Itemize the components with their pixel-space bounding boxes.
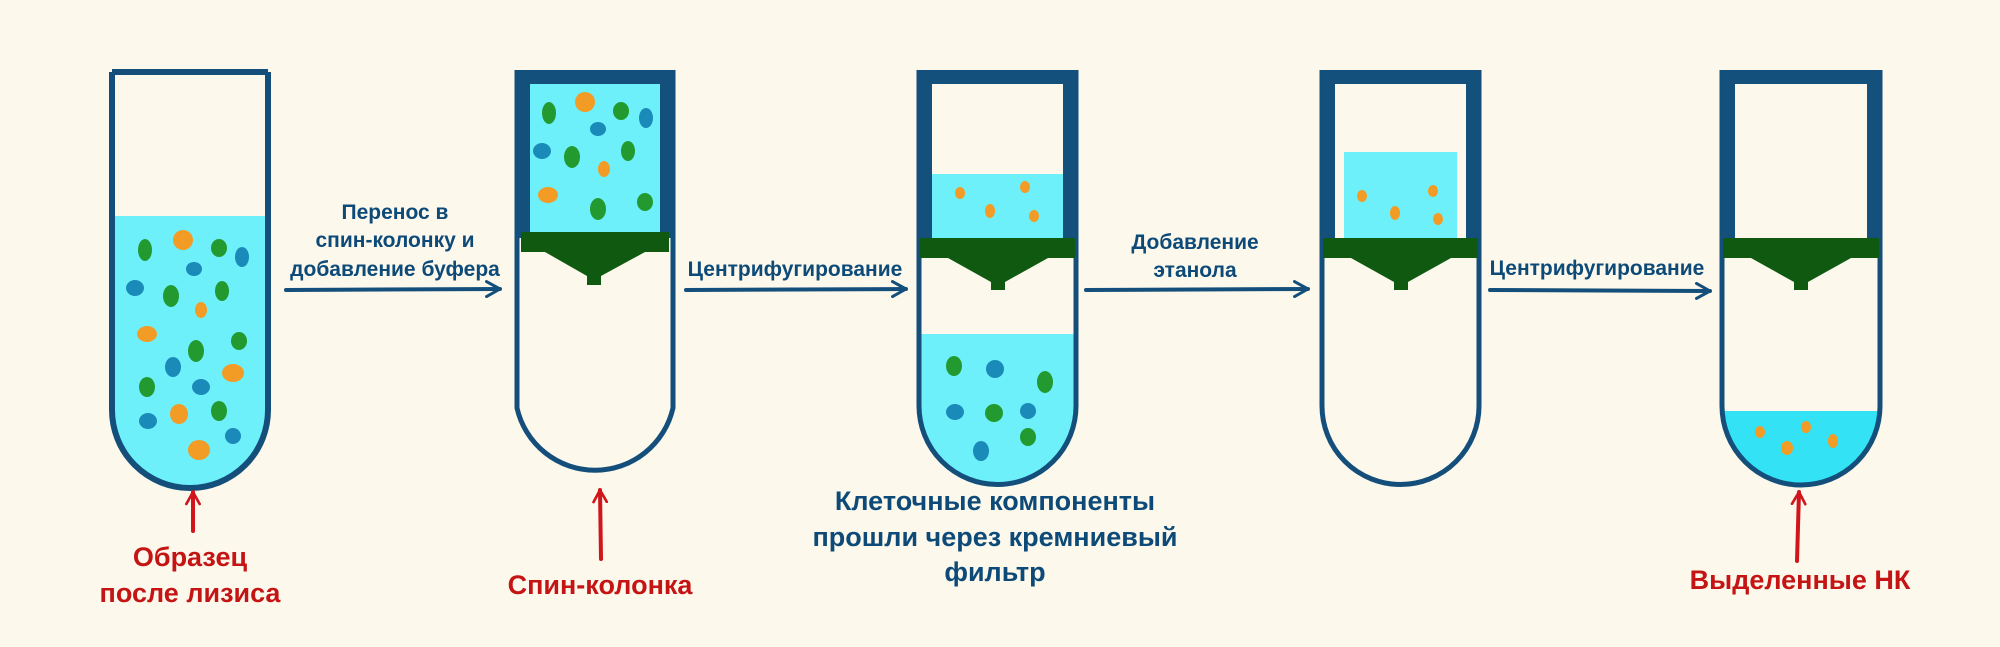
process-arrows — [284, 280, 1712, 300]
tube-5-column-inner — [1735, 84, 1867, 238]
tube-3-column-particles — [955, 181, 1039, 222]
pointer-isolated-na — [1790, 490, 1807, 563]
tube-1-outline — [109, 69, 271, 491]
tube-5-silica-filter — [1723, 238, 1879, 258]
tube-3-body — [916, 70, 1079, 487]
tube-4-column-particles — [1357, 185, 1443, 225]
tube-1-particles — [126, 230, 249, 460]
pointer-arrows — [185, 488, 1807, 563]
tube-4-filter-nozzle — [1351, 258, 1451, 290]
tube-3-filter-nozzle — [948, 258, 1048, 290]
tube-5-filter-nozzle — [1751, 258, 1851, 290]
tube-4-ethanol — [1319, 70, 1482, 487]
arrow-transfer — [284, 280, 502, 299]
arrow-centrifuge-2 — [1488, 281, 1712, 300]
label-passed-through-filter: Клеточные компоненты прошли через кремни… — [812, 486, 1178, 588]
tube-3-after-centrifuge — [916, 70, 1079, 487]
tube-1-sample — [109, 69, 271, 491]
label-isolated-na: Выделенные НК — [1689, 565, 1911, 595]
tube-5-isolated-na — [1719, 70, 1883, 488]
pointer-spin-column — [592, 488, 609, 561]
tube-3-bottom-particles — [946, 356, 1053, 461]
arrow-add-ethanol — [1084, 280, 1310, 299]
step-label-transfer: Перенос в спин-колонку и добавление буфе… — [290, 201, 500, 281]
tube-3-silica-filter — [920, 238, 1075, 258]
label-spin-column: Спин-колонка — [507, 570, 693, 600]
tube-3-column-liquid — [932, 174, 1063, 238]
tube-2-silica-filter — [521, 232, 669, 252]
tube-4-body — [1319, 70, 1482, 487]
tube-5-body — [1719, 70, 1883, 488]
arrow-centrifuge-1 — [684, 280, 908, 299]
label-sample-after-lysis: Образец после лизиса — [99, 542, 281, 608]
step-label-centrifuge-2: Центрифугирование — [1489, 257, 1705, 280]
tube-2-body — [514, 70, 676, 473]
tube-5-eluate-particles — [1755, 421, 1838, 455]
tube-2-filter-nozzle — [545, 252, 645, 285]
step-label-add-ethanol: Добавление этанола — [1131, 231, 1259, 283]
tube-5-eluate — [1724, 406, 1878, 483]
tube-4-silica-filter — [1323, 238, 1478, 258]
tube-2-spin-column — [514, 70, 676, 473]
step-label-centrifuge-1: Центрифугирование — [687, 258, 903, 281]
tube-2-particles — [533, 92, 653, 220]
